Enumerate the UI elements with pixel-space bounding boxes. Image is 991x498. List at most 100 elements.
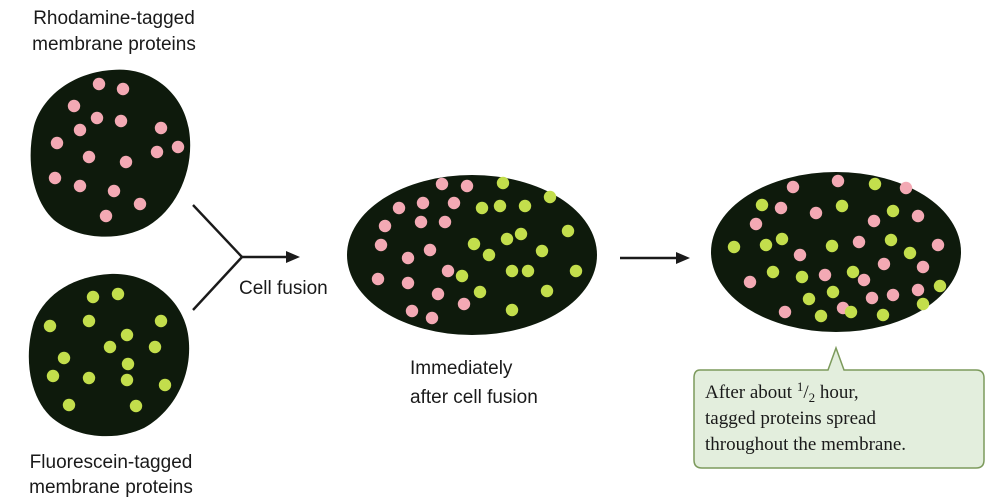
callout-box — [693, 345, 985, 469]
fluorescein-dot — [121, 357, 135, 371]
fluorescein-label-line-1: Fluorescein-tagged — [30, 452, 193, 473]
right-rhodamine-dot — [857, 273, 871, 287]
callout-line-1-suffix: hour, — [815, 382, 859, 403]
fluorescein-dot — [120, 328, 134, 342]
rhodamine-dot — [50, 136, 64, 150]
rhodamine-dot — [114, 114, 128, 128]
right-rhodamine-dot — [899, 181, 913, 195]
fused-cell-immediate-dots — [371, 176, 583, 325]
fused-cell-immediate — [347, 175, 597, 335]
mid-fluorescein-dot — [543, 190, 557, 204]
fusion-arrow-upper — [192, 204, 243, 258]
fluorescein-dot — [148, 340, 162, 354]
mid-fluorescein-dot — [473, 285, 487, 299]
mid-rhodamine-dot — [447, 196, 461, 210]
callout: After about 1/2 hour, tagged proteins sp… — [693, 345, 985, 469]
mid-rhodamine-dot — [401, 276, 415, 290]
rhodamine-label-line-1: Rhodamine-tagged — [33, 8, 195, 29]
fluorescein-dot — [43, 319, 57, 333]
callout-line-2: tagged proteins spread — [705, 408, 876, 429]
right-fluorescein-dot — [916, 297, 930, 311]
rhodamine-dot — [90, 111, 104, 125]
mid-rhodamine-dot — [431, 287, 445, 301]
fluorescein-dot — [158, 378, 172, 392]
mid-fluorescein-dot — [482, 248, 496, 262]
mid-rhodamine-dot — [414, 215, 428, 229]
mid-fluorescein-dot — [475, 201, 489, 215]
fluorescein-dot — [111, 287, 125, 301]
mid-fluorescein-dot — [535, 244, 549, 258]
right-fluorescein-dot — [775, 232, 789, 246]
right-fluorescein-dot — [846, 265, 860, 279]
mid-rhodamine-dot — [416, 196, 430, 210]
mid-rhodamine-dot — [378, 219, 392, 233]
right-fluorescein-dot — [876, 308, 890, 322]
rhodamine-cell-body — [30, 69, 191, 237]
right-fluorescein-dot — [759, 238, 773, 252]
callout-line-1-prefix: After about — [705, 382, 797, 403]
fusion-arrow — [192, 204, 290, 311]
mid-fluorescein-dot — [521, 264, 535, 278]
right-rhodamine-dot — [916, 260, 930, 274]
right-rhodamine-dot — [786, 180, 800, 194]
cell-fusion-label: Cell fusion — [239, 278, 328, 299]
rhodamine-dot — [133, 197, 147, 211]
right-fluorescein-dot — [814, 309, 828, 323]
fluorescein-cell — [28, 273, 190, 437]
mid-fluorescein-dot — [505, 303, 519, 317]
rhodamine-dot — [73, 179, 87, 193]
fluorescein-dot — [86, 290, 100, 304]
mid-rhodamine-dot — [405, 304, 419, 318]
mid-rhodamine-dot — [457, 297, 471, 311]
rhodamine-cell — [30, 69, 191, 237]
mid-fluorescein-dot — [569, 264, 583, 278]
mid-rhodamine-dot — [441, 264, 455, 278]
right-rhodamine-dot — [911, 283, 925, 297]
right-fluorescein-dot — [766, 265, 780, 279]
fusion-arrow-head — [286, 251, 300, 263]
right-rhodamine-dot — [852, 235, 866, 249]
rhodamine-dot — [73, 123, 87, 137]
right-rhodamine-dot — [877, 257, 891, 271]
mid-rhodamine-dot — [401, 251, 415, 265]
right-rhodamine-dot — [911, 209, 925, 223]
right-fluorescein-dot — [884, 233, 898, 247]
mid-fluorescein-dot — [505, 264, 519, 278]
fluorescein-dot — [82, 314, 96, 328]
right-fluorescein-dot — [933, 279, 947, 293]
fused-cell-mixed-dots — [727, 174, 947, 323]
rhodamine-dot — [48, 171, 62, 185]
mid-fluorescein-dot — [540, 284, 554, 298]
rhodamine-dot — [67, 99, 81, 113]
right-rhodamine-dot — [831, 174, 845, 188]
rhodamine-dot — [116, 82, 130, 96]
right-rhodamine-dot — [865, 291, 879, 305]
mid-rhodamine-dot — [371, 272, 385, 286]
fluorescein-dot — [120, 373, 134, 387]
right-fluorescein-dot — [755, 198, 769, 212]
fluorescein-dot — [129, 399, 143, 413]
mid-rhodamine-dot — [438, 215, 452, 229]
right-rhodamine-dot — [818, 268, 832, 282]
right-rhodamine-dot — [886, 288, 900, 302]
rhodamine-dot — [99, 209, 113, 223]
fusion-arrow-lower — [192, 256, 243, 311]
right-fluorescein-dot — [795, 270, 809, 284]
right-fluorescein-dot — [835, 199, 849, 213]
right-rhodamine-dot — [749, 217, 763, 231]
rhodamine-dot — [154, 121, 168, 135]
fluorescein-dot — [82, 371, 96, 385]
time-arrow-head — [676, 252, 690, 264]
mid-fluorescein-dot — [455, 269, 469, 283]
mid-fluorescein-dot — [514, 227, 528, 241]
rhodamine-dot — [150, 145, 164, 159]
callout-fraction-denominator: 2 — [809, 390, 816, 405]
right-fluorescein-dot — [727, 240, 741, 254]
right-fluorescein-dot — [802, 292, 816, 306]
right-rhodamine-dot — [793, 248, 807, 262]
mid-rhodamine-dot — [435, 177, 449, 191]
right-fluorescein-dot — [826, 285, 840, 299]
rhodamine-dots — [48, 77, 185, 223]
rhodamine-dot — [107, 184, 121, 198]
